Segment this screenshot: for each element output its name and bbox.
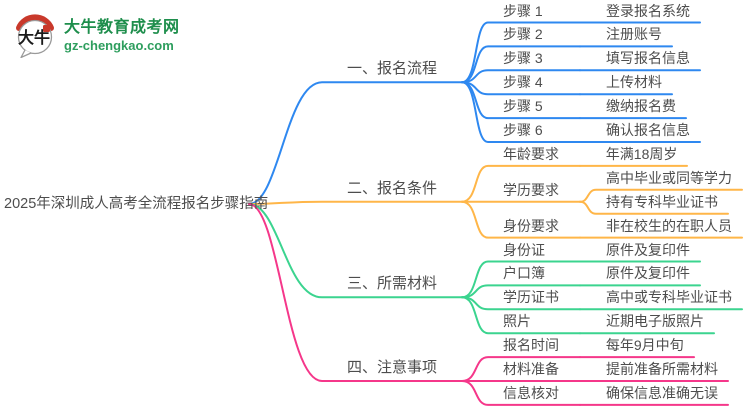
- node-3-3-label: 学历证书: [503, 289, 559, 306]
- leaf-1-1-1-label: 登录报名系统: [606, 2, 690, 19]
- node-2-1-label: 年龄要求: [503, 145, 559, 162]
- branch-4-label: 四、注意事项: [346, 359, 437, 376]
- branch-2-curve: [248, 200, 463, 205]
- logo-calligraphy-text: 大牛: [18, 28, 50, 47]
- leaf-1-6-1-label: 确认报名信息: [606, 122, 690, 138]
- node-3-4-line: [461, 296, 581, 335]
- node-2-1-line: [461, 164, 581, 203]
- leaf-3-2-1-label: 原件及复印件: [606, 265, 690, 282]
- logo-red-arc: [16, 14, 54, 31]
- branch-4-curve: [248, 203, 463, 382]
- node-2-3-label: 身份要求: [503, 217, 559, 234]
- node-1-1-label: 步骤 1: [503, 2, 543, 19]
- node-3-4-label: 照片: [503, 313, 531, 330]
- leaf-2-2-2-line: [579, 200, 729, 215]
- node-4-1-label: 报名时间: [503, 337, 559, 354]
- logo-red-seal: [43, 25, 50, 32]
- brand-name: 大牛教育成考网: [64, 19, 180, 37]
- logo-bubble-tail: [20, 49, 32, 59]
- leaf-1-3-1-label: 填写报名信息: [606, 50, 690, 67]
- leaf-1-5-1-label: 缴纳报名费: [606, 98, 676, 115]
- leaf-1-2-1-label: 注册账号: [606, 26, 662, 43]
- leaf-2-3-1-label: 非在校生的在职人员: [606, 217, 732, 234]
- leaf-3-4-1-label: 近期电子版照片: [606, 313, 704, 330]
- node-2-2-label: 学历要求: [503, 181, 559, 198]
- leaf-3-1-1-label: 原件及复印件: [606, 241, 690, 258]
- node-4-3-line: [461, 380, 581, 406]
- node-3-2-label: 户口簿: [503, 265, 545, 282]
- branch-1-curve: [248, 81, 463, 205]
- node-1-2-label: 步骤 2: [503, 26, 543, 43]
- leaf-2-2-2-label: 持有专科毕业证书: [606, 193, 718, 210]
- site-logo[interactable]: 大牛 大牛教育成考网 gz-chengkao.com: [14, 14, 180, 59]
- leaf-2-2-1-label: 高中毕业或同等学力: [606, 169, 732, 186]
- node-4-2-label: 材料准备: [503, 361, 559, 377]
- node-2-3-line: [461, 200, 581, 239]
- leaf-4-3-1-label: 确保信息准确无误: [606, 384, 718, 401]
- node-1-3-label: 步骤 3: [503, 50, 543, 67]
- leaf-3-3-1-label: 高中或专科毕业证书: [606, 289, 732, 306]
- leaf-4-1-1-label: 每年9月中旬: [605, 337, 684, 354]
- leaf-4-2-1-label: 提前准备所需材料: [606, 361, 718, 377]
- branch-1-label: 一、报名流程: [346, 60, 437, 78]
- node-1-4-label: 步骤 4: [503, 74, 543, 91]
- mindmap-root-title: 2025年深圳成人高考全流程报名步骤指南: [4, 196, 269, 212]
- node-1-6-label: 步骤 6: [503, 122, 543, 138]
- daniu-logo-icon: 大牛: [14, 14, 56, 59]
- leaf-2-1-1-label: 年满18周岁: [605, 145, 678, 162]
- node-1-5-label: 步骤 5: [503, 98, 543, 115]
- branch-3-curve: [248, 203, 463, 299]
- node-3-1-label: 身份证: [503, 241, 545, 258]
- branch-3-label: 三、所需材料: [346, 275, 437, 293]
- leaf-1-4-1-label: 上传材料: [606, 74, 662, 91]
- branch-2-label: 二、报名条件: [346, 179, 437, 197]
- brand-domain: gz-chengkao.com: [64, 37, 174, 53]
- node-1-6-line: [461, 81, 581, 143]
- node-4-3-label: 信息核对: [503, 384, 559, 401]
